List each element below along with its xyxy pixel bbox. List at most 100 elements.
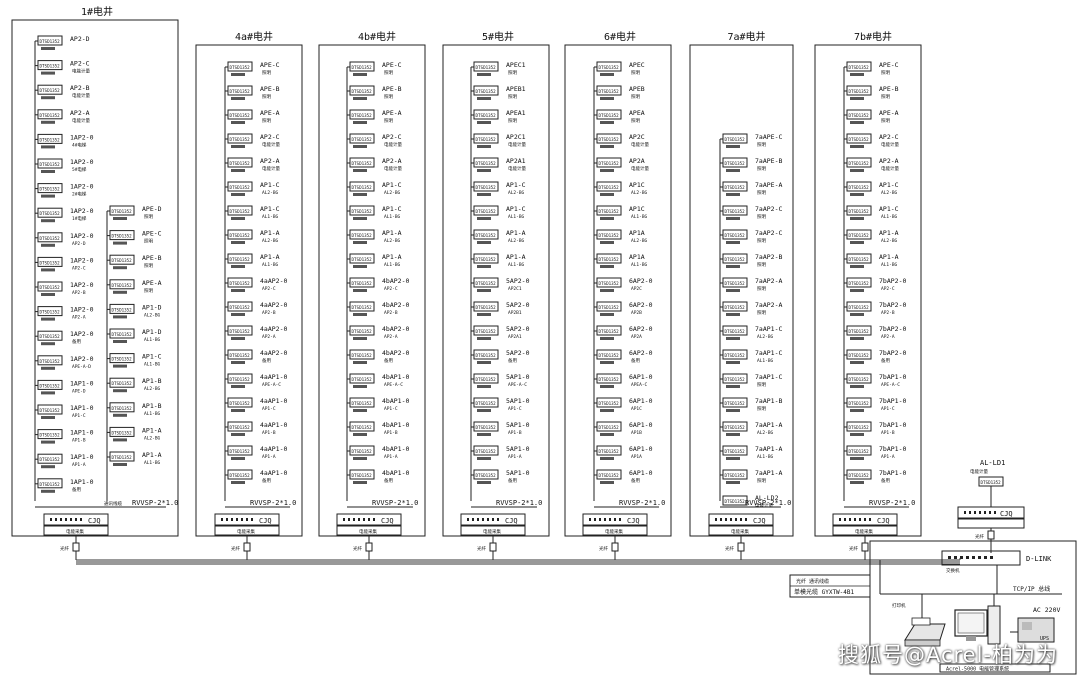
meter-circuit-label: 4aAP1-0 (260, 397, 287, 405)
meter-sub-label: AP2-D (72, 241, 86, 247)
meter-tag (41, 416, 55, 419)
meter-sub-label: 备用 (72, 338, 81, 345)
meter-sub-label: 照明 (757, 286, 766, 292)
meter-sub-label: AL2-BG (631, 238, 648, 244)
meter-tag (477, 241, 491, 244)
meter-sub-label: AL2-BG (384, 190, 401, 196)
meter-tag (353, 337, 367, 340)
meter-sub-label: AL2-BG (631, 190, 648, 196)
meter-model: DTSD1352 (725, 473, 746, 478)
meter-sub-label: 1#电梯 (72, 215, 87, 222)
meter-sub-label: APEA-C (631, 382, 648, 388)
meter-model: DTSD1352 (599, 65, 620, 70)
meter-model: DTSD1352 (599, 137, 620, 142)
meter-circuit-label: AP1-A (260, 229, 280, 237)
meter-circuit-label: 1AP2-0 (70, 306, 94, 314)
meter-circuit-label: AP2-D (70, 35, 90, 43)
meter-sub-label: AL2-BG (757, 430, 774, 436)
meter-tag (600, 409, 614, 412)
meter-tag (41, 194, 55, 198)
meter-circuit-label: 1AP1-0 (70, 379, 94, 387)
meter-sub-label: AP2-A (384, 334, 398, 340)
meter-model: DTSD1352 (40, 457, 61, 462)
meter-tag (41, 268, 55, 272)
fiber-label: 光纤 (975, 533, 984, 540)
meter-circuit-label: 4aAP1-0 (260, 373, 287, 381)
meter-circuit-label: 1AP1-0 (70, 429, 94, 437)
meter-tag (113, 266, 127, 270)
meter-sub-label: AP1-A (881, 454, 895, 460)
meter-model: DTSD1352 (725, 281, 746, 286)
meter-circuit-label: 1AP1-0 (70, 404, 94, 412)
collector-port (492, 518, 494, 521)
meter-model: DTSD1352 (476, 305, 497, 310)
meter-tag (477, 481, 491, 484)
legend-line-2: 单模光缆 GYXTW-4B1 (794, 588, 855, 596)
shaft-frame (689, 44, 794, 537)
meter-tag (850, 289, 864, 292)
meter-circuit-label: 6AP2-0 (629, 349, 653, 357)
meter-circuit-label: 6AP2-0 (629, 325, 653, 333)
collector-port (472, 518, 474, 521)
meter-model: DTSD1352 (230, 209, 251, 214)
meter-model: DTSD1352 (112, 258, 133, 263)
meter-sub-label: 照明 (144, 214, 153, 220)
meter-circuit-label: 7bAP1-0 (879, 421, 906, 429)
collector-port (251, 518, 253, 521)
collector-port (715, 518, 717, 521)
meter-circuit-label: 4bAP1-0 (382, 445, 409, 453)
meter-model: DTSD1352 (849, 305, 870, 310)
meter-model: DTSD1352 (476, 209, 497, 214)
collector-label: 电能采集 (359, 528, 377, 535)
collector-port (869, 518, 871, 521)
meter-model: DTSD1352 (476, 65, 497, 70)
meter-circuit-label: 7aAP1-B (755, 397, 782, 405)
meter-circuit-label: APE-B (142, 254, 162, 262)
meter-model: DTSD1352 (112, 430, 133, 435)
meter-model: DTSD1352 (599, 257, 620, 262)
meter-tag (726, 145, 740, 148)
meter-sub-label: AL1-BG (631, 214, 648, 220)
meter-tag (850, 385, 864, 388)
meter-tag (600, 385, 614, 388)
meter-model: DTSD1352 (352, 281, 373, 286)
meter-tag (600, 313, 614, 316)
meter-sub-label: 备用 (72, 486, 81, 493)
meter-circuit-label: 5AP2-0 (506, 301, 530, 309)
meter-tag (477, 73, 491, 76)
collector-port (745, 518, 747, 521)
meter-sub-label: AP1-C (72, 413, 86, 419)
collector-label: 电能采集 (731, 528, 749, 535)
meter-model: DTSD1352 (40, 187, 61, 192)
meter-circuit-label: 1AP2-0 (70, 158, 94, 166)
switch-port (954, 556, 957, 559)
meter-circuit-label: 4aAP2-0 (260, 301, 287, 309)
meter-circuit-label: 7aAP1-C (755, 325, 782, 333)
meter-sub-label: AP2A (631, 334, 642, 340)
collector-port (594, 518, 596, 521)
meter-model: DTSD1352 (352, 329, 373, 334)
meter-tag (477, 145, 491, 148)
meter-circuit-label: AP1-B (142, 377, 162, 385)
meter-circuit-label: AP1-C (879, 181, 899, 189)
collector-port (65, 518, 67, 521)
meter-tag (231, 289, 245, 292)
meter-sub-label: AP2-C (384, 286, 398, 292)
fiber-label: 光纤 (60, 545, 69, 552)
switch-label: D-LINK (1026, 555, 1052, 563)
meter-model: DTSD1352 (476, 257, 497, 262)
meter-sub-label: 电能计量 (72, 92, 90, 99)
printer-body (904, 623, 946, 641)
meter-model: DTSD1352 (230, 185, 251, 190)
collector-port (373, 518, 375, 521)
meter-circuit-label: AP1-A (382, 253, 402, 261)
shaft-title: 7a#电井 (728, 30, 766, 43)
collector-port (599, 518, 601, 521)
meter-sub-label: AP2-C (262, 286, 276, 292)
meter-circuit-label: 5AP1-0 (506, 469, 530, 477)
meter-sub-label: AL2-BG (144, 435, 161, 441)
meter-model: DTSD1352 (476, 377, 497, 382)
meter-sub-label: 照明 (757, 142, 766, 148)
